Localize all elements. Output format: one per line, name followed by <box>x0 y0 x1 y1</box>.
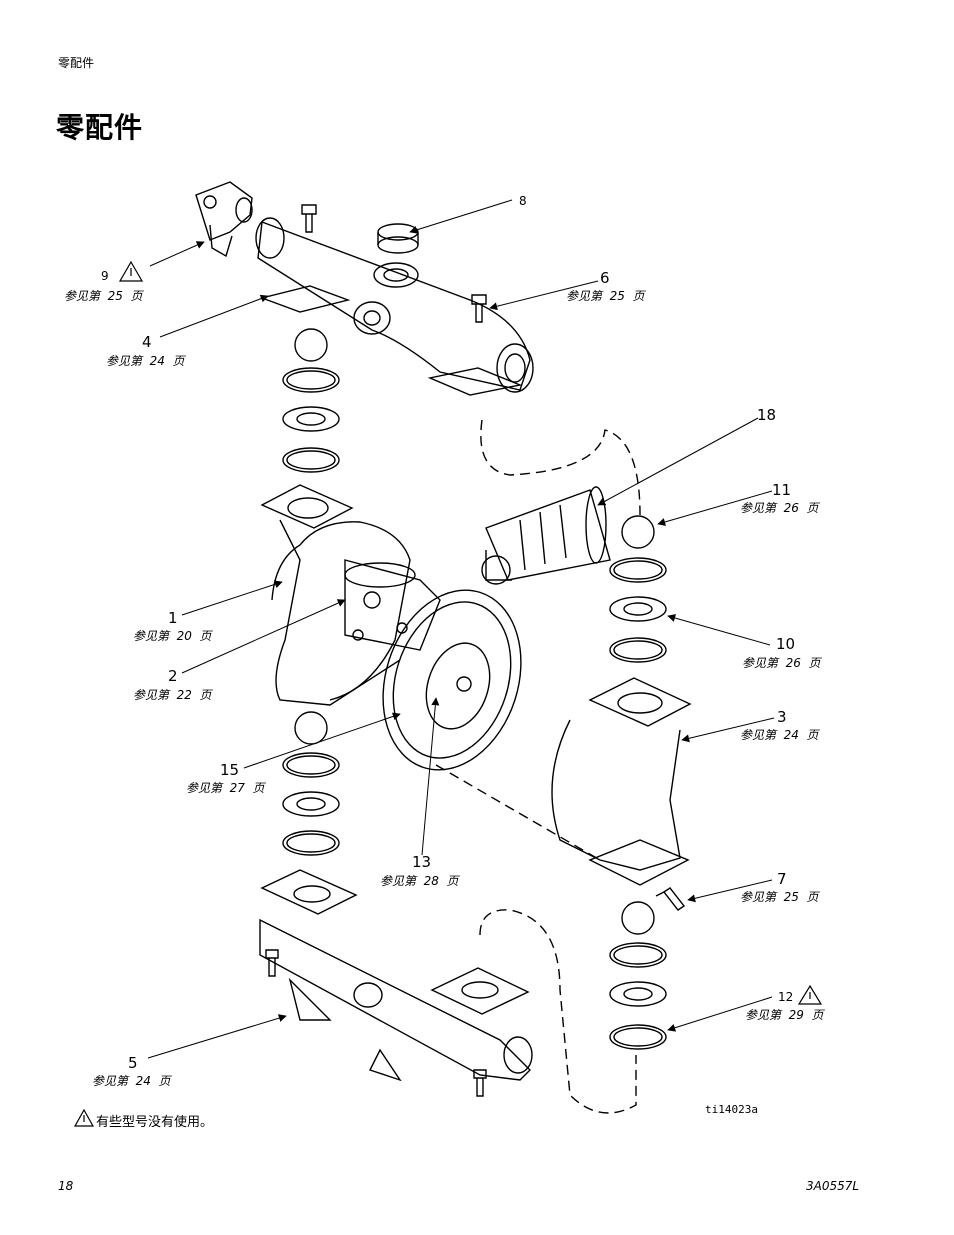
air-center-section <box>344 559 441 651</box>
callout-number: 10 <box>776 635 796 653</box>
callout-reference: 参见第 28 页 <box>380 874 459 888</box>
running-header: 零配件 <box>58 56 95 70</box>
bolts <box>265 204 686 1097</box>
warning-triangle-12 <box>797 984 823 1005</box>
callout-number: 2 <box>168 667 178 685</box>
callout-reference: 参见第 22 页 <box>133 688 212 702</box>
callout-number: 1 <box>168 609 178 627</box>
leader-lines <box>147 199 775 1059</box>
warning-triangle-footnote <box>73 1108 95 1127</box>
right-valve-stack <box>609 515 667 1050</box>
callout-reference: 参见第 26 页 <box>742 656 821 670</box>
callout-reference: 参见第 24 页 <box>740 728 819 742</box>
callout-reference: 参见第 25 页 <box>64 289 143 303</box>
callout-number: 6 <box>600 269 610 287</box>
left-valve-stack <box>282 328 340 856</box>
callout-number: 4 <box>142 333 152 351</box>
callout-number: 5 <box>128 1054 138 1072</box>
callout-reference: 参见第 24 页 <box>92 1074 171 1088</box>
fluid-cover-left <box>260 484 411 706</box>
footnote: 有些型号没有使用。 <box>76 1111 213 1130</box>
muffler <box>481 486 611 585</box>
page-title: 零配件 <box>56 111 144 144</box>
callout-reference: 参见第 26 页 <box>740 501 819 515</box>
page-number: 18 <box>58 1179 74 1193</box>
fluid-cover-right <box>551 677 692 886</box>
inlet-manifold <box>259 869 533 1082</box>
figure-id: ti14023a <box>705 1103 758 1116</box>
callout-reference: 参见第 20 页 <box>133 629 212 643</box>
callout-number: 9 <box>101 269 109 283</box>
dashed-flow-lines <box>435 419 641 1114</box>
diaphragm <box>382 589 522 771</box>
callout-number: 12 <box>778 990 794 1004</box>
callout-reference: 参见第 24 页 <box>106 354 185 368</box>
elbow-fitting <box>195 181 253 258</box>
callout-number: 15 <box>220 761 240 779</box>
callout-number: 3 <box>777 708 787 726</box>
callout-reference: 参见第 25 页 <box>566 289 645 303</box>
callout-number: 7 <box>777 870 787 888</box>
plug <box>377 223 419 254</box>
callout-number: 11 <box>772 481 792 499</box>
callout-reference: 参见第 25 页 <box>740 890 819 904</box>
footnote-text: 有些型号没有使用。 <box>96 1115 214 1130</box>
warning-triangle-9 <box>118 260 144 282</box>
outlet-manifold <box>255 217 534 396</box>
document-number: 3A0557L <box>806 1179 860 1193</box>
callout-reference: 参见第 29 页 <box>745 1008 824 1022</box>
callout-number: 13 <box>412 853 432 871</box>
callout-number: 8 <box>519 194 527 208</box>
callout-reference: 参见第 27 页 <box>186 781 265 795</box>
callout-number: 18 <box>757 406 777 424</box>
